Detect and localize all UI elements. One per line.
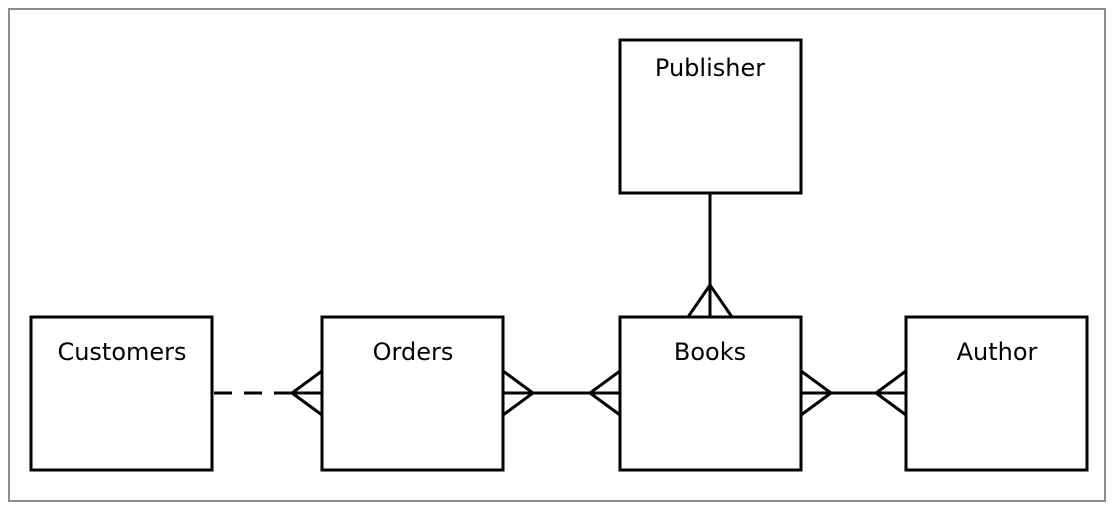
entity-publisher: Publisher [618,38,803,195]
entity-orders: Orders [320,315,505,472]
entity-label: Author [957,338,1038,366]
entity-box [618,38,803,195]
entity-label: Publisher [655,54,765,82]
entity-label: Customers [57,338,186,366]
relationship-publisher-books [686,193,734,318]
entity-customers: Customers [29,315,214,472]
crowfoot-many-icon [800,369,834,417]
crowfoot-many-icon [502,369,536,417]
crowfoot-many-icon [289,369,323,417]
crowfoot-many-icon [686,282,734,318]
entity-books: Books [618,315,803,472]
entity-label: Books [674,338,746,366]
entity-box [29,315,214,472]
entity-author: Author [904,315,1089,472]
entity-box [904,315,1089,472]
entity-box [618,315,803,472]
entity-box [320,315,505,472]
crowfoot-many-icon [873,369,907,417]
entity-label: Orders [373,338,454,366]
relationship-customers-orders [214,369,323,417]
relationship-orders-books [502,369,621,417]
crowfoot-many-icon [587,369,621,417]
relationship-books-author [800,369,907,417]
